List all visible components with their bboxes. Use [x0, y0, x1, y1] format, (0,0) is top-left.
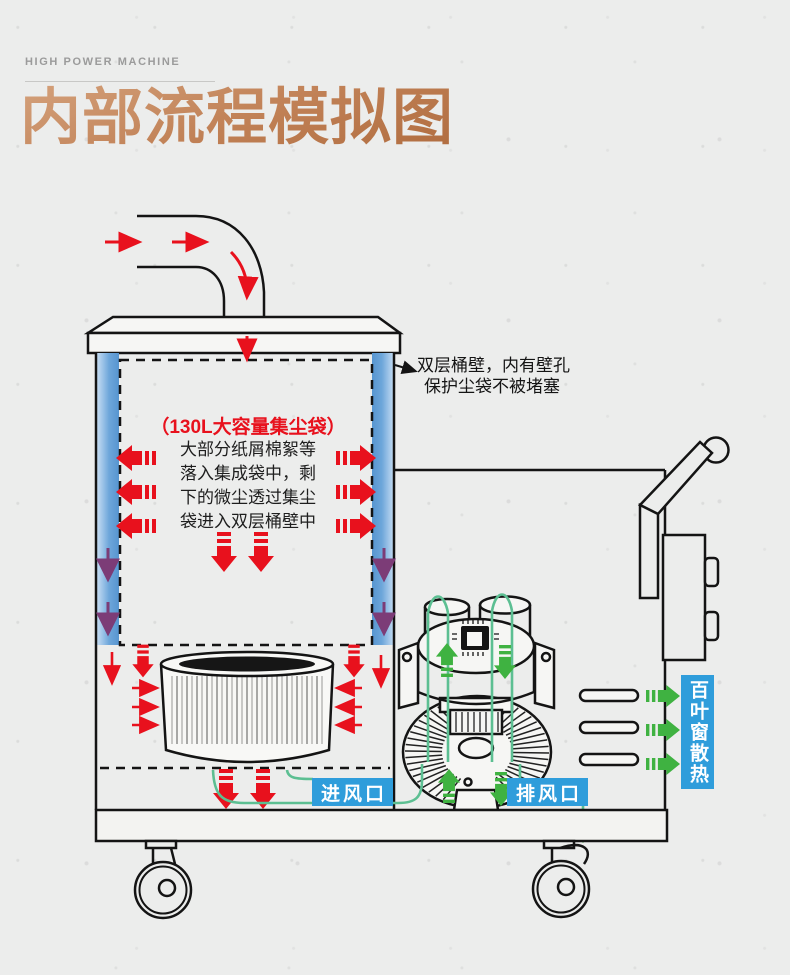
dust-bag-line: 袋进入双层桶壁中	[180, 512, 316, 531]
exhaust-label: 排风口	[507, 778, 589, 806]
caster-wheel-left	[133, 839, 193, 920]
handle	[637, 436, 730, 600]
base-platform	[94, 808, 669, 843]
tank-lid	[83, 315, 404, 355]
louver-label: 百叶窗散热	[681, 675, 714, 789]
wall-annotation-line1: 双层桶壁，内有壁孔	[417, 356, 570, 375]
dust-bag-title: （130L大容量集尘袋）	[150, 417, 346, 438]
dust-bag-line: 下的微尘透过集尘	[180, 488, 316, 507]
airflow-teal-lines	[211, 593, 585, 813]
wall-downflow-arrows	[96, 548, 396, 637]
filter-cartridge	[159, 650, 335, 764]
page-title: 内部流程模拟图	[20, 83, 580, 151]
dust-bag-line: 落入集成袋中，剩	[180, 464, 316, 483]
louver-slots	[578, 688, 640, 767]
wall-annotation-line2: 保护尘袋不被堵塞	[424, 377, 560, 396]
dust-bag-outline	[118, 358, 374, 647]
eyebrow-underline	[25, 81, 215, 82]
filter-pleats	[171, 676, 323, 744]
dust-bag-description: 大部分纸屑棉絮等 落入集成袋中，剩 下的微尘透过集尘 袋进入双层桶壁中	[158, 438, 338, 534]
control-box	[661, 533, 720, 662]
wall-annotation: 双层桶壁，内有壁孔 保护尘袋不被堵塞	[417, 355, 637, 397]
intake-label: 进风口	[312, 778, 394, 806]
annotation-arrow	[394, 360, 418, 374]
filter-chamber-arrows	[102, 644, 391, 809]
caster-wheel-right	[531, 839, 591, 919]
dust-bag-line: 大部分纸屑棉絮等	[180, 440, 316, 459]
inlet-airflow-arrows	[105, 231, 259, 301]
eyebrow-text: HIGH POWER MACHINE	[25, 56, 181, 68]
inlet-pipe	[137, 214, 266, 333]
